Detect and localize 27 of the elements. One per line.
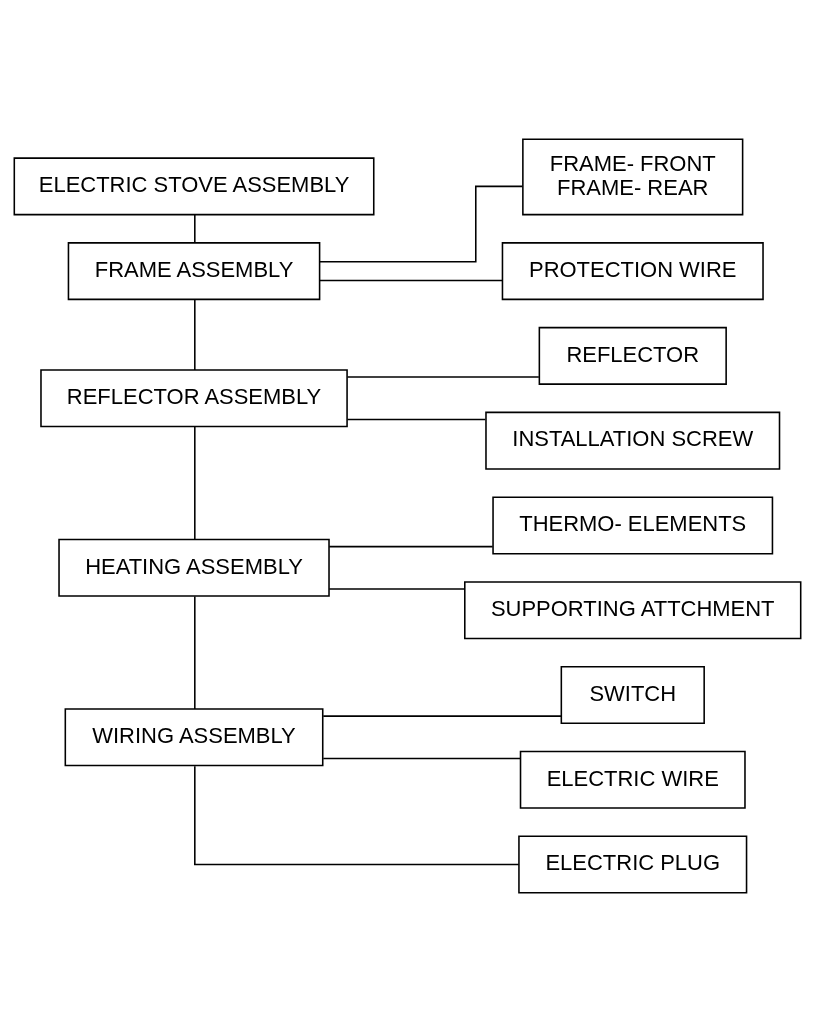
node-box: SUPPORTING ATTCHMENT: [464, 580, 802, 639]
node-box: FRAME ASSEMBLY: [67, 241, 321, 300]
connector: [322, 757, 521, 759]
node-box: ELECTRIC WIRE: [519, 750, 746, 809]
node-box: ELECTRIC PLUG: [518, 834, 748, 893]
node-box: THERMO- ELEMENTS: [492, 495, 774, 554]
connector: [318, 279, 504, 281]
connector: [346, 375, 540, 378]
node-box: INSTALLATION SCREW: [485, 411, 781, 470]
connector: [194, 764, 520, 865]
node-box: HEATING ASSEMBLY: [58, 538, 330, 597]
connector: [346, 418, 487, 420]
connector: [328, 545, 494, 547]
connector: [318, 185, 524, 262]
connector: [194, 213, 196, 243]
node-box: REFLECTOR: [538, 326, 727, 385]
node-box: PROTECTION WIRE: [501, 241, 764, 300]
connector: [194, 425, 196, 540]
node-box: ELECTRIC STOVE ASSEMBLY: [13, 156, 375, 215]
connector: [328, 587, 466, 590]
connector: [194, 595, 196, 710]
node-box: REFLECTOR ASSEMBLY: [40, 368, 348, 427]
node-box: FRAME- FRONT FRAME- REAR: [522, 138, 744, 215]
connector: [322, 714, 562, 717]
node-box: SWITCH: [560, 665, 705, 724]
node-box: WIRING ASSEMBLY: [64, 707, 324, 766]
connector: [194, 298, 196, 371]
